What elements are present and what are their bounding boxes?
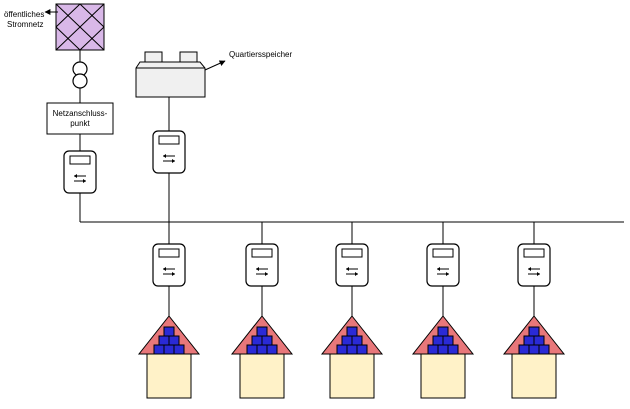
grid-label-line1: öffentliches <box>4 10 44 19</box>
connection-lines <box>79 50 624 316</box>
connection-label-line1: Netzanschluss- <box>53 109 108 118</box>
grid-connection-point-box: Netzanschluss- punkt <box>46 102 114 135</box>
house-meter-icon <box>517 243 551 287</box>
storage-meter-icon <box>152 130 186 174</box>
house-meter-icon <box>335 243 369 287</box>
house-with-solar-icon <box>321 315 383 399</box>
house-meter-icon <box>152 243 186 287</box>
grid-meter-icon <box>63 150 97 194</box>
house-meter-icon <box>426 243 460 287</box>
house-meter-icon <box>245 243 279 287</box>
transformer-icon <box>72 61 88 89</box>
grid-label-line2: Stromnetz <box>7 20 43 29</box>
battery-storage-icon <box>135 51 206 98</box>
storage-label-arrow <box>204 60 226 71</box>
public-grid-box <box>55 3 105 51</box>
house-with-solar-icon <box>231 315 293 399</box>
house-with-solar-icon <box>503 315 565 399</box>
house-with-solar-icon <box>412 315 474 399</box>
house-with-solar-icon <box>138 315 200 399</box>
storage-label: Quartiersspeicher <box>229 50 292 59</box>
connection-label-line2: punkt <box>70 119 90 128</box>
